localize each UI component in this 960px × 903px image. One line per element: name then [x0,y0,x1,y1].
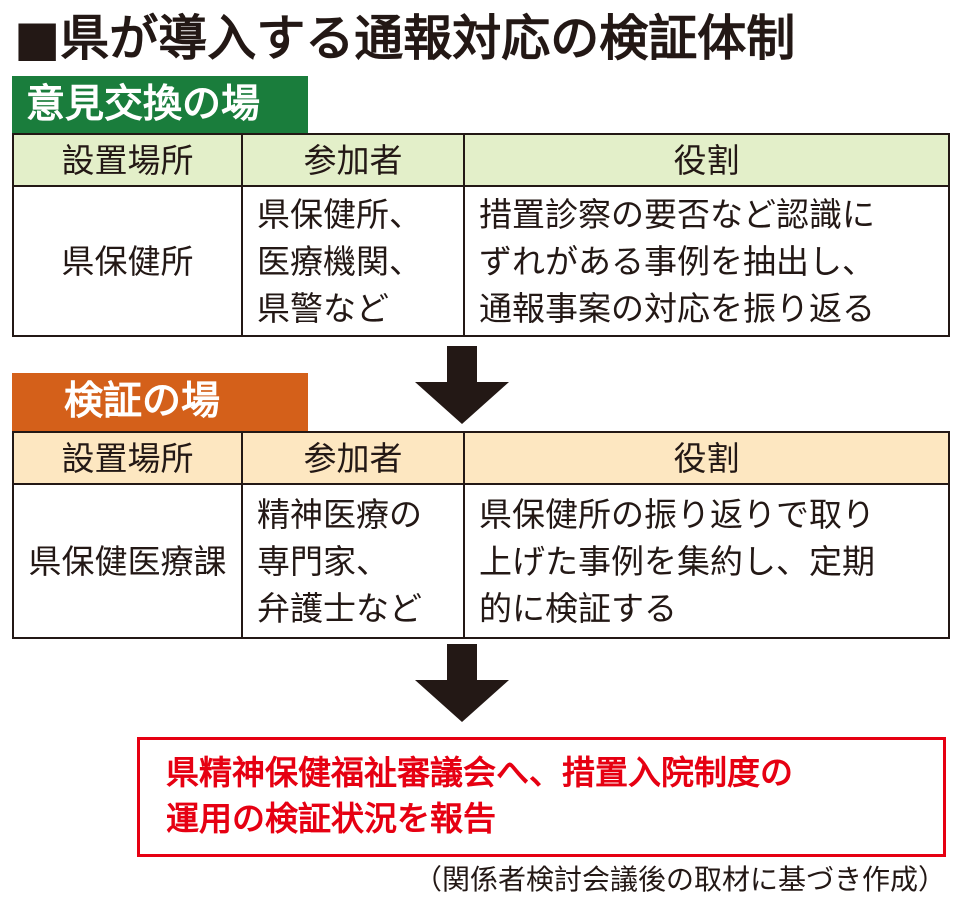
section-label-exchange: 意見交換の場 [12,76,308,134]
participants-line: 県保健所、 [257,194,422,234]
participants-line: 専門家、 [257,541,389,581]
cell-participants: 県保健所、 医療機関、 県警など [241,185,465,337]
down-arrow-icon [415,346,509,424]
diagram-title: ■県が導入する通報対応の検証体制 [14,10,796,67]
result-box: 県精神保健福祉審議会へ、措置入院制度の 運用の検証状況を報告 [137,737,946,857]
result-line: 運用の検証状況を報告 [166,799,496,838]
header-participants: 参加者 [241,133,465,187]
header-location: 設置場所 [12,133,243,187]
exchange-table: 設置場所 参加者 役割 県保健所 県保健所、 医療機関、 県警など 措置診察の要… [12,133,950,337]
role-line: 県保健所の振り返りで取り [479,494,875,534]
verification-table: 設置場所 参加者 役割 県保健医療課 精神医療の 専門家、 弁護士など 県保健所… [12,431,950,639]
participants-line: 弁護士など [257,588,422,628]
table-header-row: 設置場所 参加者 役割 [12,133,950,187]
header-role: 役割 [463,133,950,187]
role-line: 上げた事例を集約し、定期 [479,541,875,581]
cell-role: 県保健所の振り返りで取り 上げた事例を集約し、定期 的に検証する [463,483,950,639]
participants-line: 医療機関、 [257,241,422,281]
cell-location: 県保健医療課 [12,483,243,639]
role-line: 措置診察の要否など認識に [479,194,875,234]
table-row: 県保健医療課 精神医療の 専門家、 弁護士など 県保健所の振り返りで取り 上げた… [12,483,950,639]
role-line: 的に検証する [479,588,677,628]
role-line: ずれがある事例を抽出し、 [479,241,875,281]
header-location: 設置場所 [12,431,243,485]
header-role: 役割 [463,431,950,485]
source-note: （関係者検討会議後の取材に基づき作成） [413,863,946,896]
result-line: 県精神保健福祉審議会へ、措置入院制度の [166,753,793,792]
table-header-row: 設置場所 参加者 役割 [12,431,950,485]
header-participants: 参加者 [241,431,465,485]
table-row: 県保健所 県保健所、 医療機関、 県警など 措置診察の要否など認識に ずれがある… [12,185,950,337]
section-label-verification: 検証の場 [12,373,308,431]
cell-location: 県保健所 [12,185,243,337]
down-arrow-icon [415,644,509,722]
role-line: 通報事案の対応を振り返る [479,288,875,328]
participants-line: 精神医療の [257,494,422,534]
cell-role: 措置診察の要否など認識に ずれがある事例を抽出し、 通報事案の対応を振り返る [463,185,950,337]
participants-line: 県警など [257,288,389,328]
cell-participants: 精神医療の 専門家、 弁護士など [241,483,465,639]
